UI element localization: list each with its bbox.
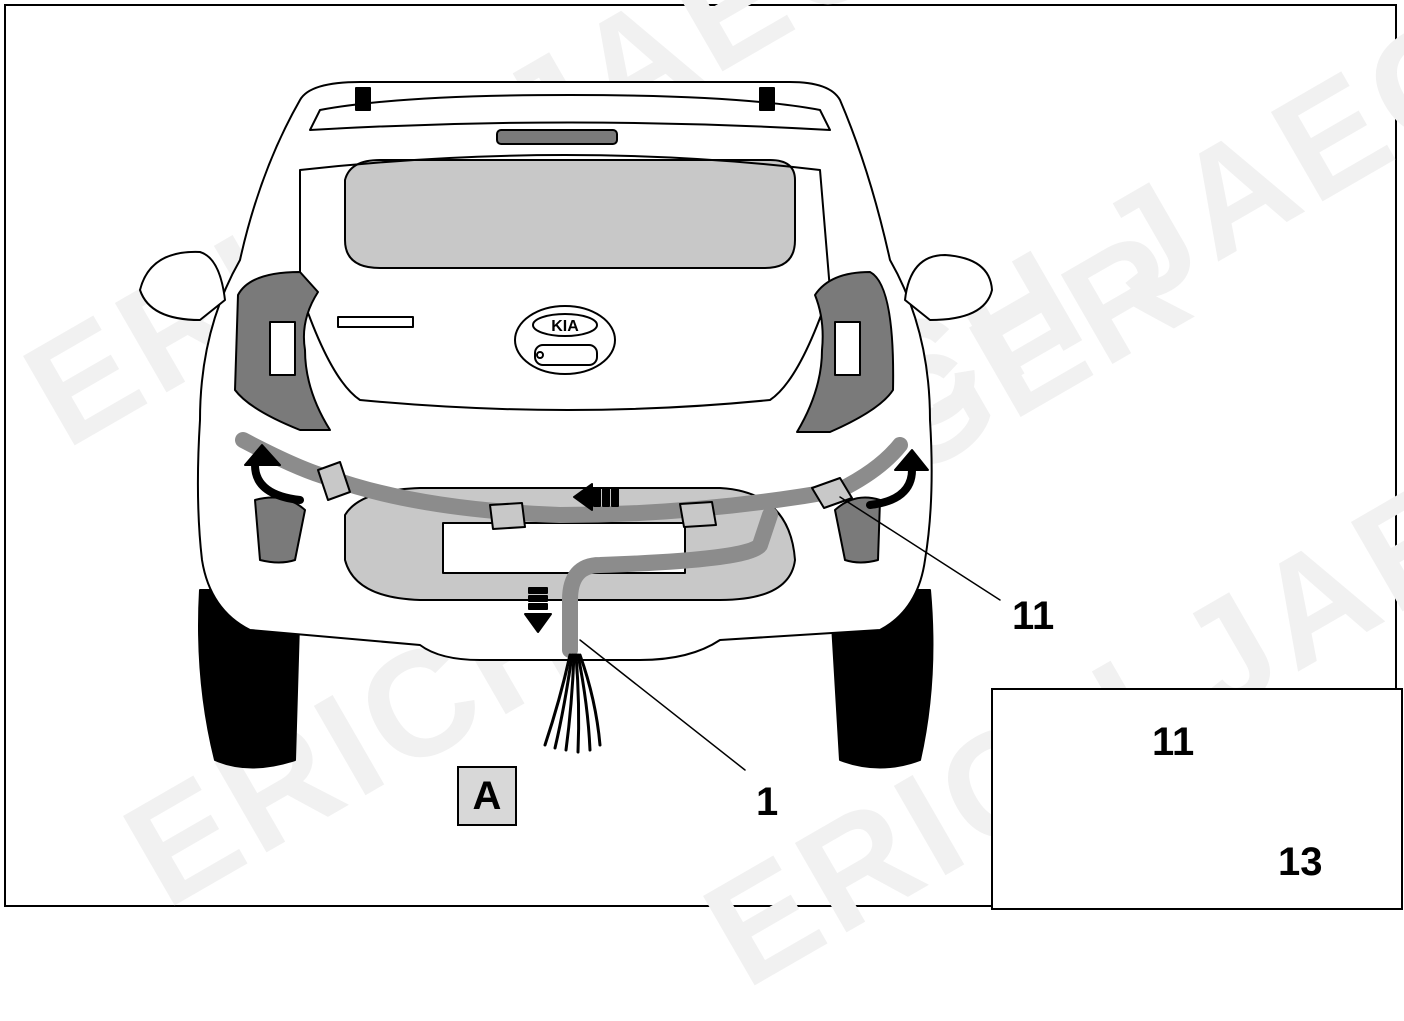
callout-cable-harness: 1 (756, 780, 779, 824)
left-tyre (198, 589, 301, 769)
route-arrow-curve-right (866, 449, 929, 509)
parts-box (991, 688, 1403, 910)
leader-line-harness (579, 639, 746, 771)
drawing-frame (4, 4, 1397, 907)
leader-line-pad (839, 496, 1001, 601)
route-arrow-left (573, 483, 619, 511)
wire-ends (543, 653, 602, 754)
adhesive-pad (811, 477, 853, 509)
rear-window (344, 159, 796, 269)
left-mirror (139, 250, 226, 321)
kia-badge-text: KIA (551, 318, 579, 335)
step-label: A (472, 773, 502, 818)
cable-harness-drop (562, 507, 778, 658)
callout-parts-cable-tie: 13 (1278, 840, 1323, 884)
left-lamp-inner (269, 321, 296, 376)
callout-adhesive-pad: 11 (1012, 594, 1055, 638)
brake-light (496, 129, 618, 145)
roof-rail-right-mount (759, 87, 775, 111)
callout-parts-adhesive-pad: 11 (1152, 720, 1195, 764)
adhesive-pad (317, 461, 351, 501)
route-arrow-down (524, 587, 552, 633)
adhesive-pad (489, 502, 526, 530)
right-mirror (904, 254, 993, 321)
tailgate (299, 154, 831, 411)
roof-rail-left-mount (355, 87, 371, 111)
right-lamp-inner (834, 321, 861, 376)
kia-badge (532, 313, 598, 337)
reflector-strip (337, 316, 414, 328)
route-arrow-curve-left (244, 444, 304, 504)
step-label-box: A (457, 766, 517, 826)
handle-button (536, 351, 544, 359)
roof-spoiler (309, 94, 831, 131)
right-tyre (829, 589, 934, 769)
right-fog-pocket (834, 496, 881, 564)
tailgate-handle (534, 344, 598, 366)
adhesive-pad (679, 501, 717, 528)
